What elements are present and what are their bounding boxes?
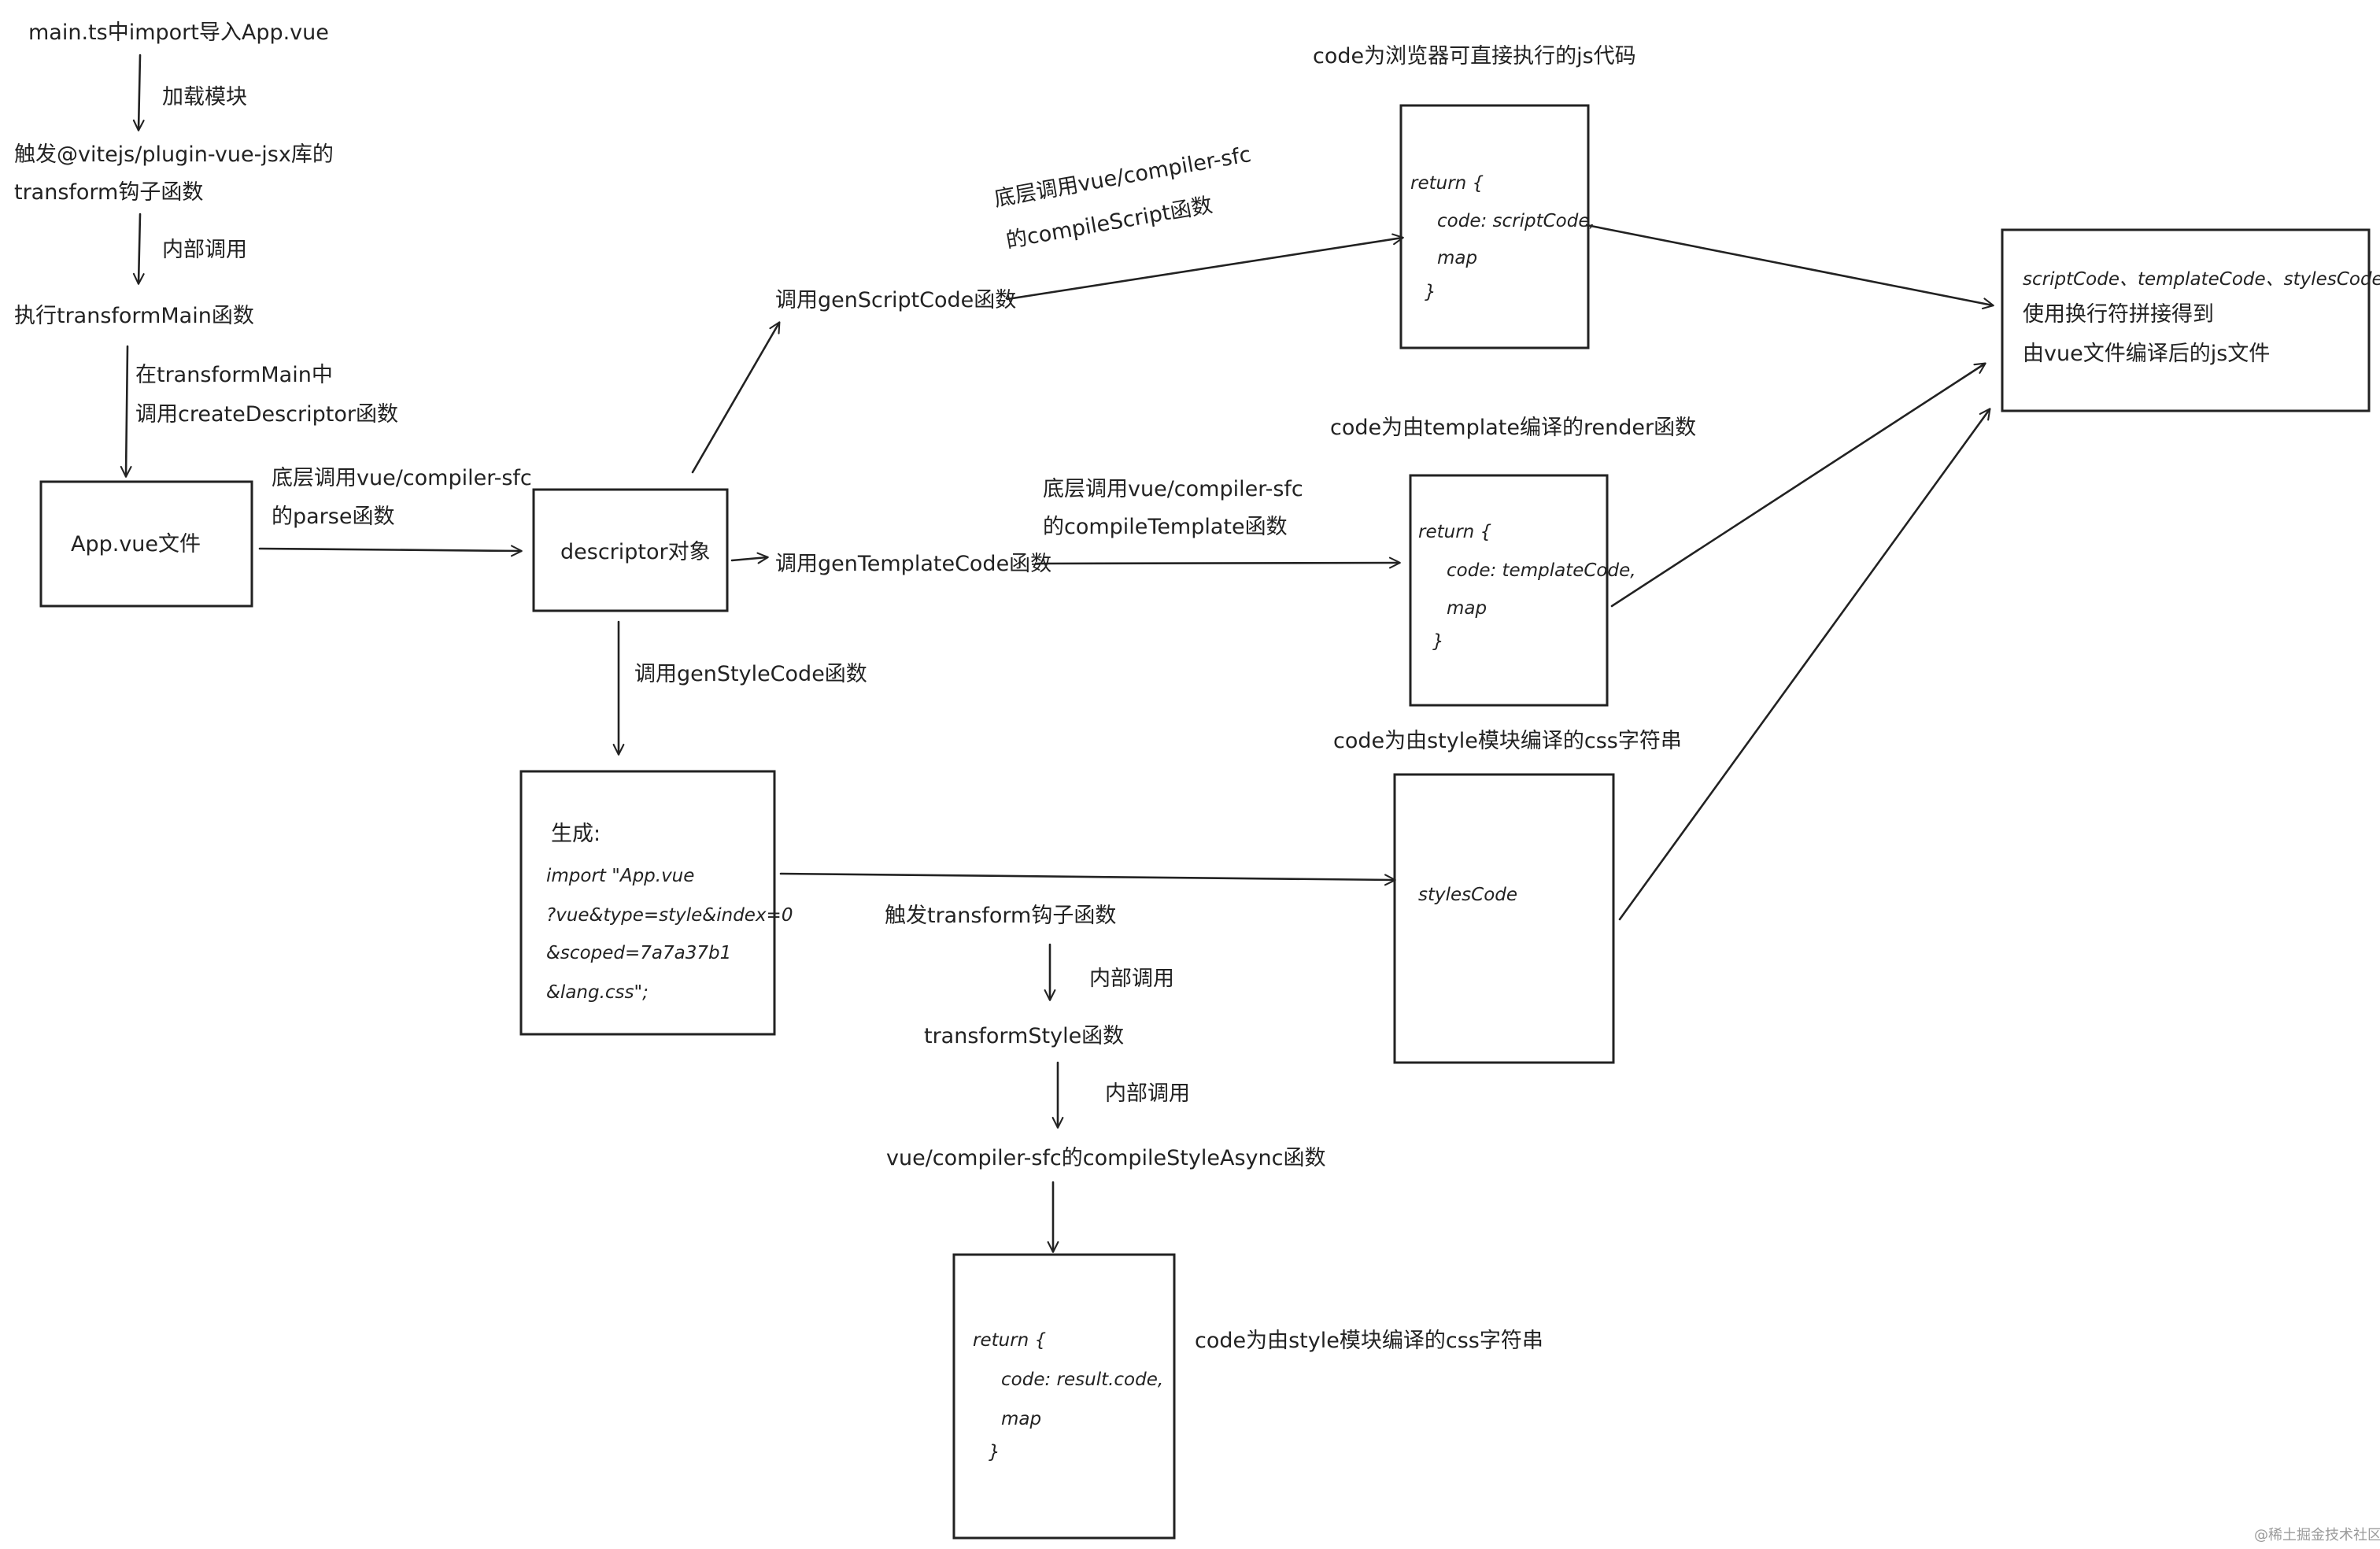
styles-code-note: code为由style模块编译的css字符串 [1333,729,1682,753]
style-import-line5: &lang.css"; [546,982,649,1003]
arrow-label-internal-call-3: 内部调用 [1105,1081,1190,1106]
arrow-script-to-final [1585,224,1994,309]
styles-code-box [1393,773,1615,1064]
arrow-to-styles-code [779,872,1396,886]
style-result-line4: } [989,1442,1000,1462]
arrow-create-descriptor [120,345,132,478]
transform-style-label: transformStyle函数 [924,1024,1124,1048]
watermark: @稀土掘金技术社区 [2254,1527,2380,1543]
style-import-line4: &scoped=7a7a37b1 [546,943,731,963]
final-output-line2: 使用换行符拼接得到 [2023,302,2214,327]
compile-script-label-line1: 底层调用vue/compiler-sfc [992,142,1253,212]
template-return-line2: code: templateCode, [1447,560,1636,581]
arrow-parse [258,545,523,557]
descriptor-label: descriptor对象 [560,540,711,564]
app-vue-label: App.vue文件 [71,532,201,556]
arrow-label-internal-call-1: 内部调用 [162,238,247,262]
arrow-compile-script [1006,233,1404,301]
step-main-ts: main.ts中import导入App.vue [28,20,329,45]
style-import-line3: ?vue&type=style&index=0 [546,905,793,926]
arrow-to-gen-template [730,552,769,564]
trigger-transform-label: 触发transform钩子函数 [885,904,1116,928]
compile-template-label-line2: 的compileTemplate函数 [1043,515,1288,539]
template-return-line1: return { [1418,522,1491,542]
style-result-note: code为由style模块编译的css字符串 [1195,1329,1543,1353]
style-import-box [519,770,776,1036]
step-trigger-transform-line1: 触发@vitejs/plugin-vue-jsx库的 [14,142,334,167]
style-result-line1: return { [973,1330,1046,1351]
arrow-template-to-final [1610,362,1986,608]
styles-code-label: stylesCode [1418,885,1517,905]
arrow-compile-template [1036,556,1401,569]
gen-script-label: 调用genScriptCode函数 [775,288,1016,312]
final-output-line3: 由vue文件编译后的js文件 [2023,342,2270,366]
script-return-line4: } [1425,282,1436,302]
compile-template-label-line1: 底层调用vue/compiler-sfc [1043,477,1303,501]
arrow-label-create-descriptor-line1: 在transformMain中 [135,363,333,387]
template-code-note: code为由template编译的render函数 [1330,416,1696,440]
parse-label-line1: 底层调用vue/compiler-sfc [272,466,532,490]
template-return-box [1409,474,1609,707]
arrow-load-module [132,54,145,131]
script-code-note: code为浏览器可直接执行的js代码 [1313,44,1636,68]
script-return-line3: map [1437,248,1477,268]
gen-style-label: 调用genStyleCode函数 [634,662,867,686]
parse-label-line2: 的parse函数 [272,505,394,529]
arrow-label-load-module: 加载模块 [162,85,247,109]
final-output-box [2001,228,2371,412]
step-transform-main: 执行transformMain函数 [14,304,254,328]
arrow-styles-to-final [1618,408,1991,921]
script-return-line2: code: scriptCode, [1437,211,1595,231]
compile-style-async-label: vue/compiler-sfc的compileStyleAsync函数 [886,1146,1325,1170]
arrow-to-gen-script [691,321,781,474]
app-vue-box [39,480,253,608]
style-import-line2: import "App.vue [546,866,694,886]
template-return-line4: } [1432,631,1444,652]
arrow-label-internal-call-2: 内部调用 [1089,967,1174,991]
style-result-line2: code: result.code, [1001,1370,1163,1390]
template-return-line3: map [1447,598,1487,619]
gen-template-label: 调用genTemplateCode函数 [775,552,1051,576]
script-return-box [1399,104,1590,349]
script-return-line1: return { [1410,173,1484,194]
style-import-line1: 生成: [551,822,601,846]
arrow-internal-call-1 [132,213,145,285]
step-trigger-transform-line2: transform钩子函数 [14,180,203,205]
arrow-label-create-descriptor-line2: 调用createDescriptor函数 [135,402,398,427]
style-result-line3: map [1001,1409,1041,1429]
descriptor-box [532,488,729,612]
style-result-box [952,1253,1176,1540]
final-output-line1: scriptCode、templateCode、stylesCode [2023,269,2380,290]
